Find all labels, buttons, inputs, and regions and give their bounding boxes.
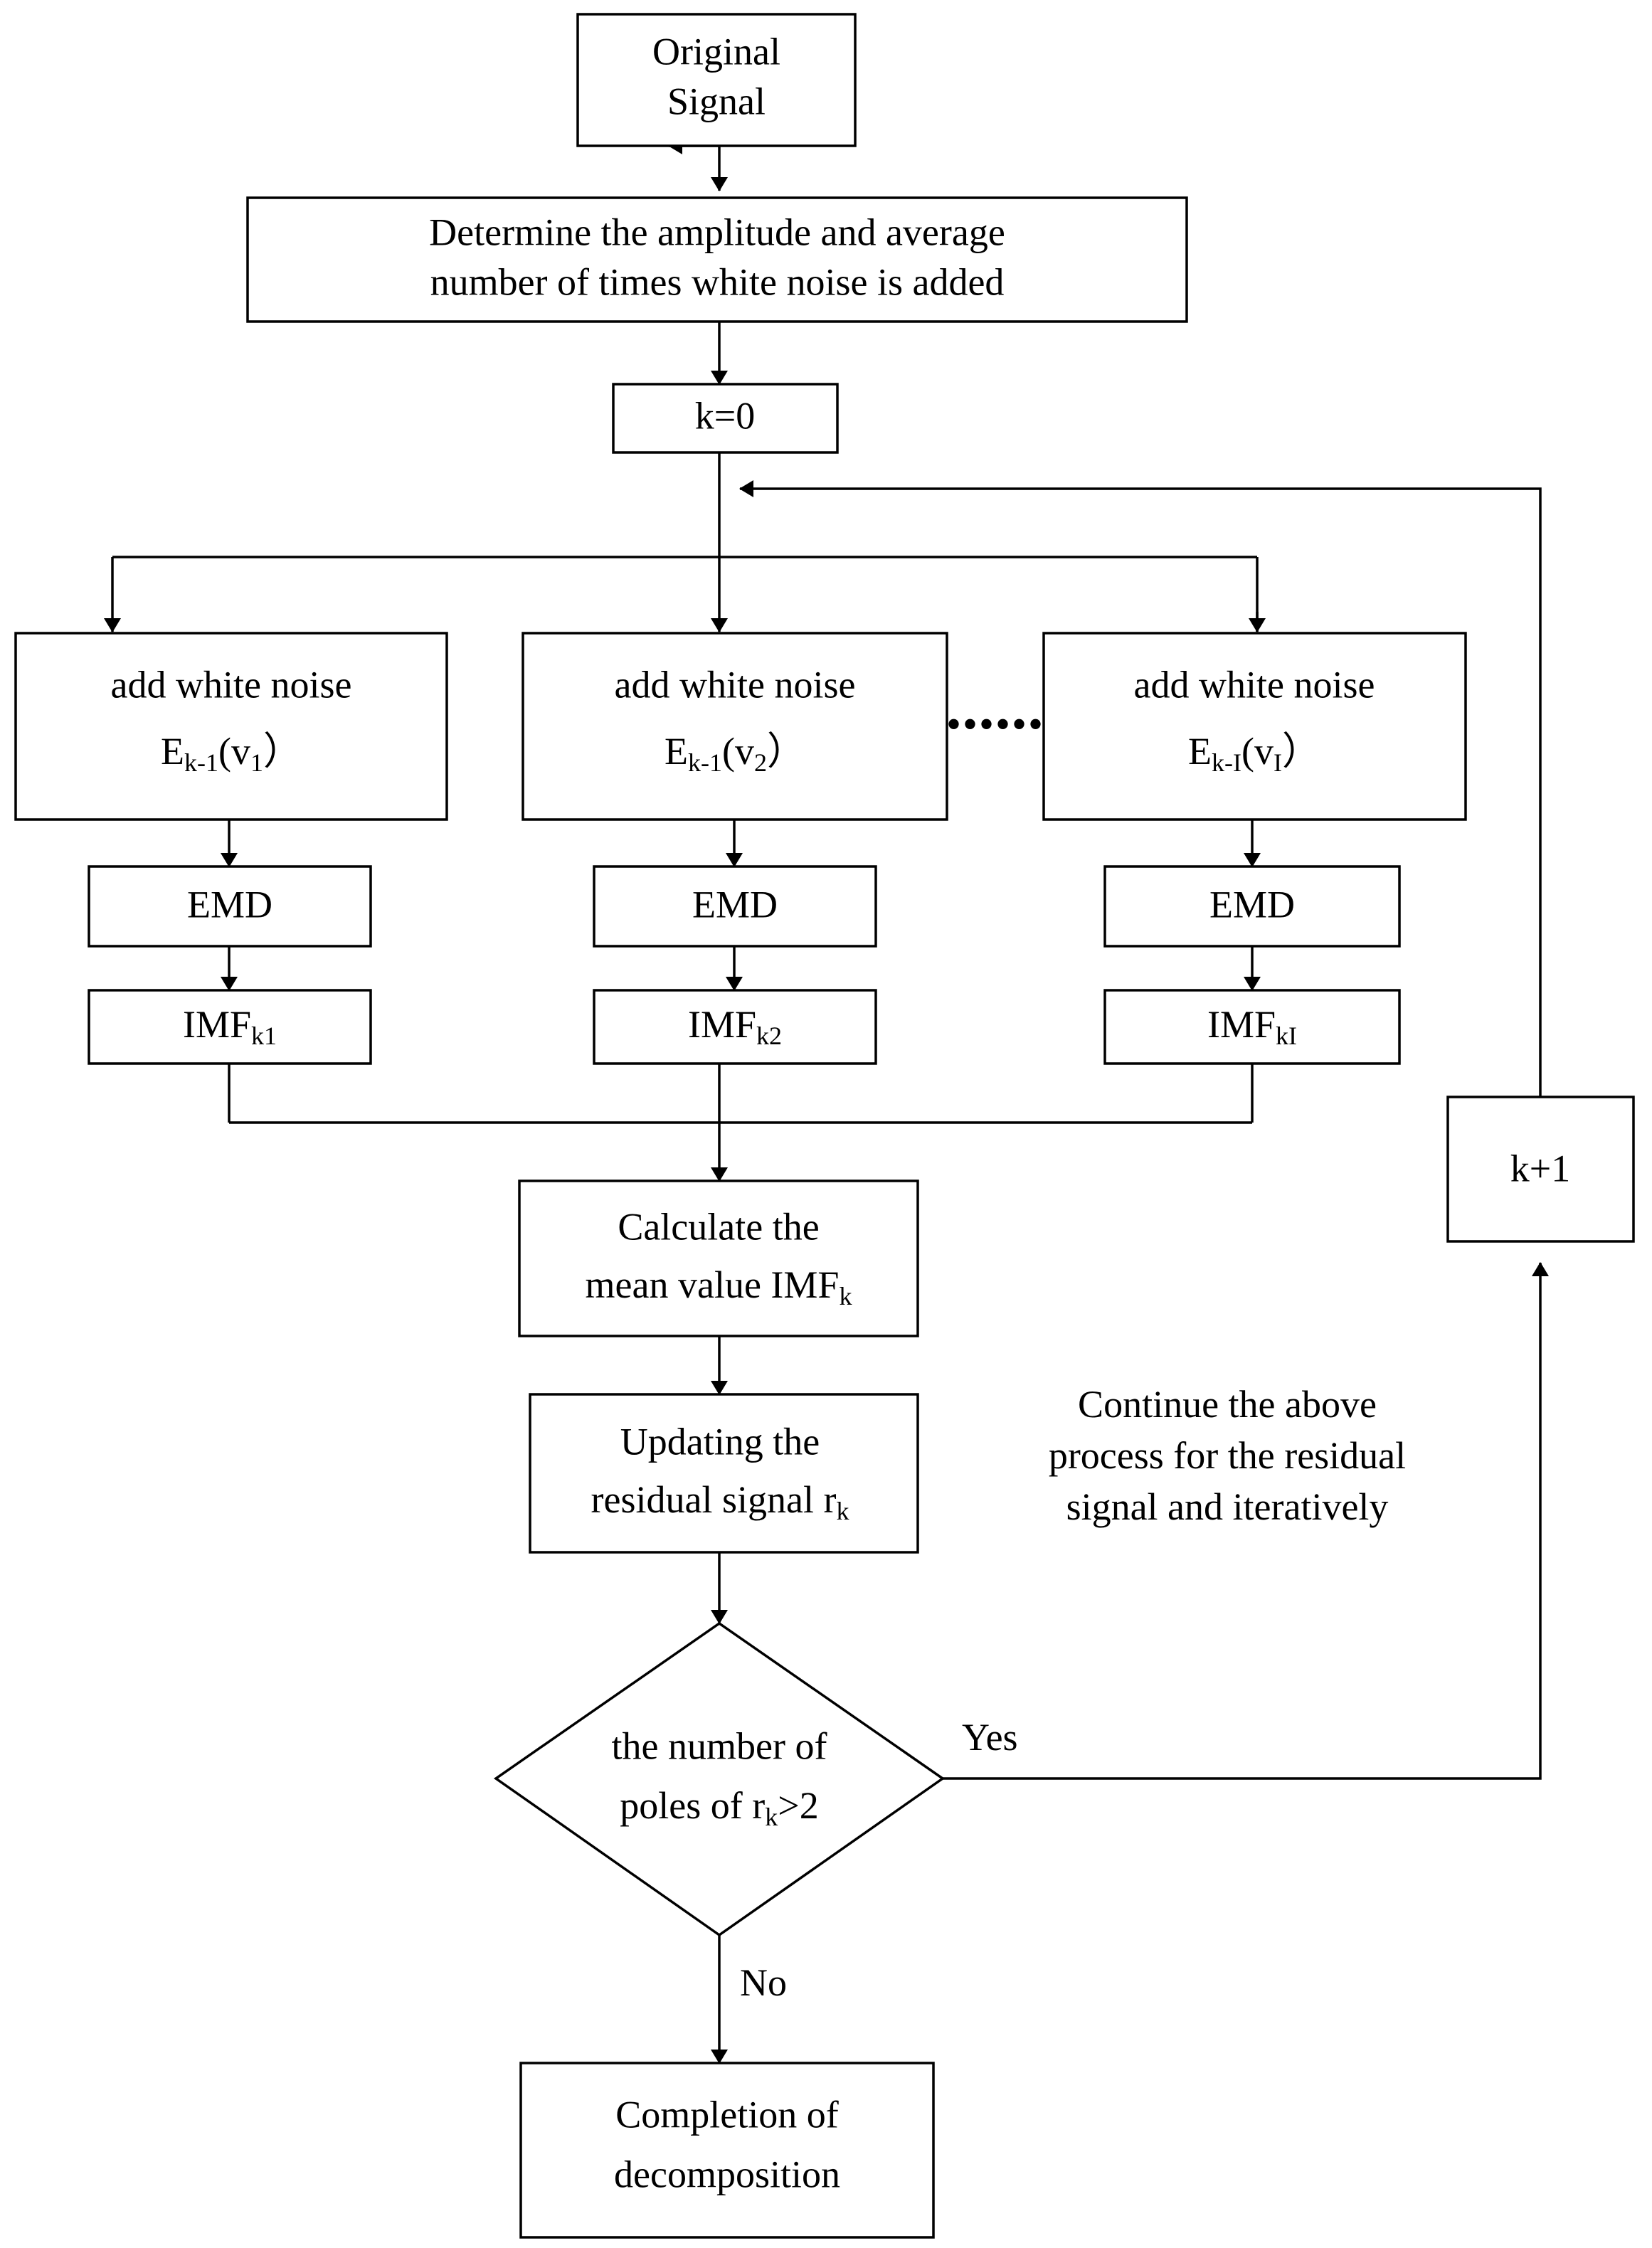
noise2-sub1: k-1 [688,748,722,777]
noise3-formula: Ek-I(vI） [1188,730,1320,777]
node-original-signal[interactable]: Original Signal [576,13,857,147]
noise1-base: E [161,730,184,773]
update-line1: Updating the [620,1420,820,1463]
original-signal-line1: Original [652,30,780,73]
decision-line1: the number of [612,1724,827,1767]
noise3-sub2: I [1274,748,1282,777]
noise1-sub1: k-1 [184,748,218,777]
noise2-base: E [664,730,688,773]
noise3-base: E [1188,730,1212,773]
node-emd-3[interactable]: EMD [1103,865,1401,948]
node-add-white-noise-3[interactable]: add white noise Ek-I(vI） [1042,632,1467,821]
imf2-label: IMFk2 [688,1003,782,1050]
mean-line2-base: mean value IMF [586,1263,840,1306]
noise1-line1: add white noise [111,663,352,706]
noise2-sub2: 2 [754,748,767,777]
node-update-residual[interactable]: Updating the residual signal rk [529,1393,919,1554]
node-imf-3[interactable]: IMFkI [1103,989,1401,1065]
edge-label-no: No [740,1961,787,2004]
emd1-label: EMD [187,883,272,926]
node-emd-2[interactable]: EMD [593,865,877,948]
emd2-label: EMD [692,883,778,926]
mean-line1: Calculate the [618,1205,819,1248]
completion-line1: Completion of [615,2093,838,2136]
imf1-label: IMFk1 [183,1003,277,1050]
node-decision-poles[interactable]: the number of poles of rk>2 [493,1621,946,1937]
noise3-line1: add white noise [1134,663,1375,706]
imf3-sub: kI [1276,1022,1297,1050]
annotation-continue-process: Continue the above process for the resid… [1049,1383,1406,1528]
emd3-label: EMD [1209,883,1295,926]
imf1-base: IMF [183,1003,251,1046]
noise3-sub1: k-I [1212,748,1241,777]
edge-yes-to-kplus [943,1262,1549,1780]
edge-kplus-to-loopback [739,480,1542,1097]
determine-line1: Determine the amplitude and average [429,211,1005,253]
noise1-close: ） [263,730,302,773]
noise2-mid: (v [722,730,754,773]
node-add-white-noise-2[interactable]: add white noise Ek-1(v2） [521,632,948,821]
edge-label-yes: Yes [962,1716,1018,1759]
connector-layer [104,137,1549,2064]
noise1-sub2: 1 [250,748,263,777]
k-init-label: k=0 [695,394,755,437]
mean-line2-sub: k [839,1282,852,1310]
original-signal-line2: Signal [667,80,766,122]
determine-line2: number of times white noise is added [430,260,1005,303]
completion-line2: decomposition [614,2153,840,2195]
noise3-mid: (v [1241,730,1274,773]
ellipsis-between-branches: •••••• [946,701,1044,748]
annotation-line3: signal and iteratively [1066,1485,1389,1528]
node-determine-parameters[interactable]: Determine the amplitude and average numb… [246,196,1188,323]
update-line2-base: residual signal r [591,1478,837,1521]
imf3-base: IMF [1207,1003,1276,1046]
noise2-line1: add white noise [615,663,856,706]
noise2-close: ） [767,730,805,773]
node-calculate-mean[interactable]: Calculate the mean value IMFk [518,1179,919,1337]
k-plus-one-label: k+1 [1510,1147,1570,1189]
node-k-init[interactable]: k=0 [612,383,839,454]
update-line2: residual signal rk [591,1478,849,1525]
imf3-label: IMFkI [1207,1003,1297,1050]
decision-line2-sub: k [765,1803,778,1831]
node-completion[interactable]: Completion of decomposition [519,2062,935,2239]
node-imf-2[interactable]: IMFk2 [593,989,877,1065]
noise1-mid: (v [218,730,250,773]
node-add-white-noise-1[interactable]: add white noise Ek-1(v1） [14,632,448,821]
node-emd-1[interactable]: EMD [88,865,372,948]
noise2-formula: Ek-1(v2） [664,730,805,777]
annotation-line1: Continue the above [1078,1383,1377,1426]
imf1-sub: k1 [251,1022,277,1050]
imf2-sub: k2 [756,1022,782,1050]
annotation-line2: process for the residual [1049,1434,1406,1477]
imf2-base: IMF [688,1003,756,1046]
noise1-formula: Ek-1(v1） [161,730,302,777]
node-imf-1[interactable]: IMFk1 [88,989,372,1065]
noise3-close: ） [1282,730,1320,773]
decision-line2-base: poles of r [620,1784,765,1827]
node-k-plus-one[interactable]: k+1 [1446,1096,1635,1243]
update-line2-sub: k [836,1497,849,1525]
mean-line2: mean value IMFk [586,1263,852,1310]
decision-line2-tail: >2 [778,1784,818,1827]
decision-line2: poles of rk>2 [620,1784,818,1831]
